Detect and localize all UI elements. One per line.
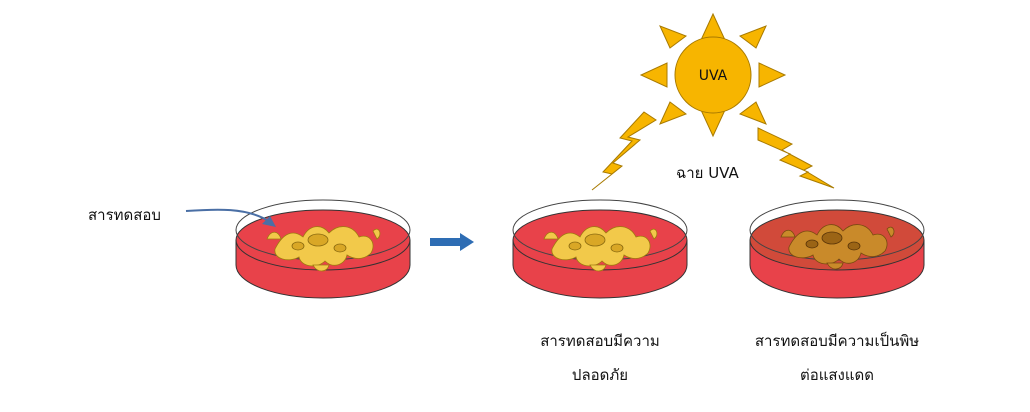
lightning-bolt-icon xyxy=(591,111,657,191)
arrow-right-icon xyxy=(430,233,474,251)
cell-culture xyxy=(543,226,658,272)
pointer-arrow xyxy=(185,208,276,227)
petri-dish-icon xyxy=(512,199,688,299)
safe-result-caption: สารทดสอบมีความ ปลอดภัย xyxy=(500,324,700,392)
safe-caption-line1: สารทดสอบมีความ xyxy=(540,332,660,350)
sun-icon: UVA xyxy=(639,12,787,138)
irradiate-uva-label: ฉาย UVA xyxy=(676,164,739,182)
petri-dish-icon xyxy=(235,199,411,299)
petri-dish-icon xyxy=(749,199,925,299)
toxic-caption-line1: สารทดสอบมีความเป็นพิษ xyxy=(754,332,920,350)
toxic-caption-line2: ต่อแสงแดด xyxy=(799,366,875,384)
lightning-bolt-icon xyxy=(757,127,835,189)
sun-label: UVA xyxy=(699,68,728,84)
toxic-result-caption: สารทดสอบมีความเป็นพิษ ต่อแสงแดด xyxy=(727,324,947,392)
safe-caption-line2: ปลอดภัย xyxy=(571,366,629,384)
cell-culture xyxy=(266,226,381,272)
damaged-cell-culture xyxy=(780,224,895,270)
test-substance-label: สารทดสอบ xyxy=(88,206,161,224)
